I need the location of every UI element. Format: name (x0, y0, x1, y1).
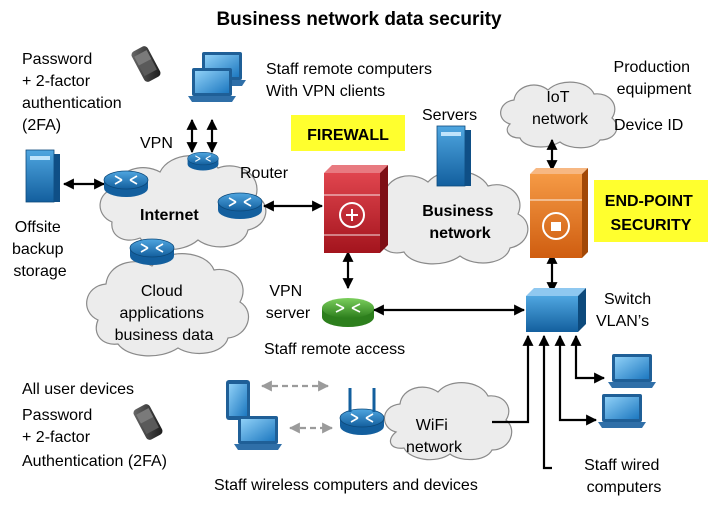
diagram-title: Business network data security (216, 9, 502, 30)
wifi-access-point-icon (339, 388, 385, 436)
laptop-icon (234, 416, 282, 450)
smartphone-icon (132, 402, 164, 442)
laptop-icon (188, 52, 246, 102)
staff-remote-access-label: Staff remote access (264, 341, 405, 358)
router-icon (187, 151, 219, 172)
password-label-top: Password + 2-factor authentication (2FA) (22, 51, 126, 134)
all-user-devices-label: All user devices (22, 381, 134, 398)
internet-label: Internet (140, 207, 199, 224)
endpoint-label: END-POINT SECURITY (605, 193, 697, 234)
servers-label: Servers (422, 107, 477, 124)
smartphone-icon (130, 44, 162, 84)
switch-wifi-link (492, 334, 534, 424)
wifi-label: WiFi network (406, 417, 463, 456)
router-icon (129, 238, 175, 266)
business-network-cloud (366, 170, 529, 265)
vpn-label: VPN (140, 135, 173, 152)
endpoint-security-icon (530, 168, 588, 258)
staff-wireless-label: Staff wireless computers and devices (214, 477, 478, 494)
switch-label: Switch VLAN’s (596, 291, 656, 330)
tablet-icon (226, 380, 250, 420)
staff-wired-label: Staff wired computers (584, 457, 664, 496)
vpn-server-label: VPN server (266, 283, 311, 322)
switch-wired-link-2 (554, 334, 598, 426)
firewall-highlight (291, 115, 405, 151)
server-icon (436, 125, 471, 187)
router-icon (217, 192, 263, 220)
switch-wired-link-3 (570, 334, 606, 384)
server-icon (25, 149, 60, 203)
business-network-label: Business network (422, 203, 498, 242)
cloud-applications-cloud (86, 253, 250, 357)
laptop-icon (598, 394, 646, 428)
switch-icon (526, 288, 586, 332)
cloud-apps-label: Cloud applications business data (115, 283, 214, 344)
switch-wired-link-1 (538, 334, 552, 470)
endpoint-highlight (594, 180, 708, 242)
iot-label: IoT network (532, 89, 589, 128)
router-icon (103, 170, 149, 198)
offsite-label: Offsite backup storage (12, 219, 68, 280)
password-label-bottom: Password + 2-factor Authentication (2FA) (22, 407, 167, 470)
staff-remote-label: Staff remote computers With VPN clients (266, 61, 436, 100)
iot-network-cloud (500, 81, 618, 149)
device-id-label: Device ID (614, 117, 683, 134)
laptop-icon (608, 354, 656, 388)
wifi-network-cloud (383, 382, 513, 461)
firewall-label: FIREWALL (307, 127, 389, 144)
router-label: Router (240, 165, 289, 182)
firewall-icon (324, 165, 388, 253)
router-icon (322, 298, 374, 327)
production-label: Production equipment (614, 59, 695, 98)
